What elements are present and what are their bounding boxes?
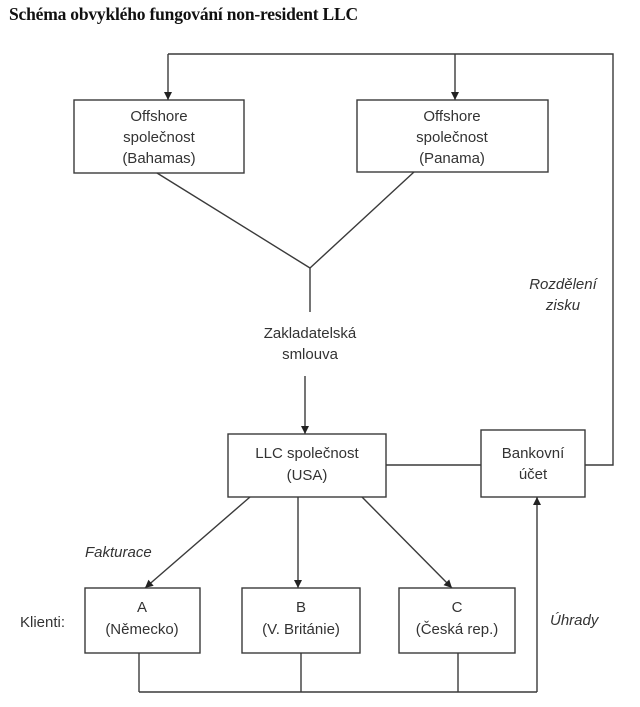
diagram-title: Schéma obvyklého fungování non-resident … bbox=[9, 4, 358, 24]
edge-bahamas-to-merge bbox=[156, 172, 311, 269]
clients-label: Klienti: bbox=[20, 614, 65, 631]
node-offshore-panama: Offshore společnost (Panama) bbox=[356, 99, 549, 173]
node-text: účet bbox=[519, 466, 548, 483]
node-client-c: C (Česká rep.) bbox=[398, 587, 516, 654]
invoicing-label: Fakturace bbox=[85, 544, 152, 561]
node-text: (USA) bbox=[287, 467, 328, 484]
edge-bank-to-top-line bbox=[168, 53, 614, 466]
profit-distribution-label: Rozdělení bbox=[529, 276, 598, 293]
node-text: (Bahamas) bbox=[122, 150, 195, 167]
node-client-b: B (V. Británie) bbox=[241, 587, 361, 654]
node-text: společnost bbox=[123, 129, 196, 146]
payments-label: Úhrady bbox=[550, 612, 600, 629]
node-text: smlouva bbox=[282, 346, 339, 363]
node-text: B bbox=[296, 599, 306, 616]
edge-llc-to-client-a-arrow bbox=[144, 496, 251, 589]
node-text: (V. Británie) bbox=[262, 621, 340, 638]
node-text: Offshore bbox=[423, 108, 480, 125]
node-text: LLC společnost bbox=[255, 445, 359, 462]
node-founding-contract: Zakladatelská smlouva bbox=[264, 325, 357, 363]
node-offshore-bahamas: Offshore společnost (Bahamas) bbox=[73, 99, 245, 174]
node-text: Bankovní bbox=[502, 445, 565, 462]
node-text: Offshore bbox=[130, 108, 187, 125]
node-text: společnost bbox=[416, 129, 489, 146]
node-bank-account: Bankovní účet bbox=[480, 429, 586, 498]
node-text: Zakladatelská bbox=[264, 325, 357, 342]
node-text: (Německo) bbox=[105, 621, 178, 638]
edge-panama-to-merge bbox=[309, 171, 415, 269]
node-text: (Panama) bbox=[419, 150, 485, 167]
node-llc-company: LLC společnost (USA) bbox=[227, 433, 387, 498]
node-text: C bbox=[452, 599, 463, 616]
node-text: (Česká rep.) bbox=[416, 621, 499, 638]
edge-llc-to-client-c-arrow bbox=[361, 496, 453, 589]
node-text: A bbox=[137, 599, 147, 616]
node-client-a: A (Německo) bbox=[84, 587, 201, 654]
profit-distribution-label: zisku bbox=[545, 297, 581, 314]
